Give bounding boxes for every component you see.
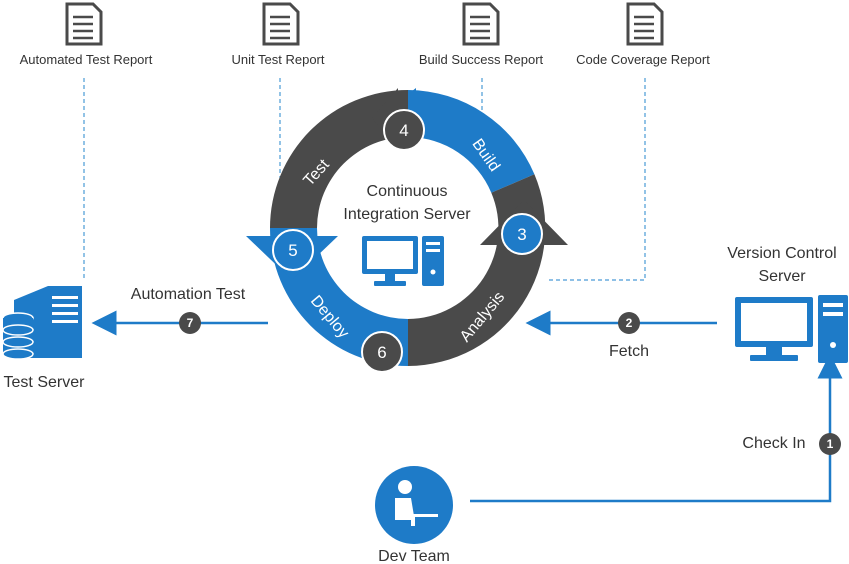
step-badge-6: 6 <box>361 331 403 373</box>
step-badge-5: 5 <box>272 229 314 271</box>
ci-server-title-line1: Continuous <box>367 183 448 200</box>
ci-server-title-line2: Integration Server <box>343 206 471 223</box>
report-label-code-coverage: Code Coverage Report <box>576 52 710 67</box>
vcs-computer-icon <box>735 295 848 363</box>
step-number: 3 <box>517 225 526 244</box>
dashed-connectors <box>83 78 646 281</box>
step-number: 5 <box>288 241 297 260</box>
fetch-label: Fetch <box>609 343 649 360</box>
step-badge-2: 2 <box>618 312 640 334</box>
dev-team-icon <box>323 466 453 544</box>
report-label-unit-test: Unit Test Report <box>232 52 325 67</box>
check-in-arrow <box>470 353 843 503</box>
step-number: 4 <box>399 121 408 140</box>
step-badge-4: 4 <box>383 109 425 151</box>
step-badge-3: 3 <box>501 213 543 255</box>
vcs-label-line1: Version Control <box>727 245 836 262</box>
document-icon <box>262 2 300 46</box>
database-icon <box>2 312 34 360</box>
test-server-icon <box>2 286 82 360</box>
document-icon <box>626 2 664 46</box>
automation-test-label: Automation Test <box>131 286 246 303</box>
check-in-label: Check In <box>742 435 805 452</box>
step-number: 7 <box>187 316 194 330</box>
document-icon <box>65 2 103 46</box>
dev-team-label: Dev Team <box>378 548 450 564</box>
cycle-segment-test <box>270 90 408 228</box>
step-number: 1 <box>827 437 834 451</box>
step-number: 6 <box>377 343 386 362</box>
step-number: 2 <box>626 316 633 330</box>
document-icon <box>462 2 500 46</box>
step-badge-1: 1 <box>819 433 841 455</box>
step-badge-7: 7 <box>179 312 201 334</box>
test-server-label: Test Server <box>4 374 86 391</box>
cycle-segment-build <box>408 90 535 193</box>
report-label-automated-test: Automated Test Report <box>20 52 153 67</box>
report-label-build-success: Build Success Report <box>419 52 544 67</box>
vcs-label-line2: Server <box>758 268 806 285</box>
computer-icon <box>362 236 444 286</box>
